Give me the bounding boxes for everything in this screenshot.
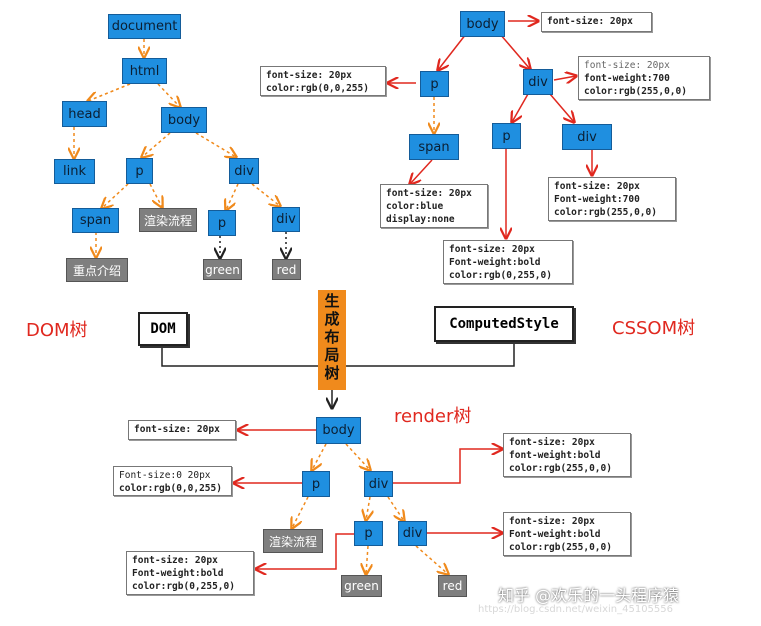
dom-text-red: red (272, 259, 301, 280)
dom-text-render-flow: 渲染流程 (139, 208, 197, 232)
dom-node-p: p (126, 158, 153, 184)
render-node-p2: p (354, 521, 383, 546)
render-node-p: p (302, 471, 330, 497)
cssom-node-p2: p (492, 123, 521, 149)
dom-node-document: document (108, 14, 181, 39)
render-tree-label: render树 (394, 406, 472, 427)
dom-node-link: link (54, 159, 95, 184)
cssom-node-body: body (460, 11, 505, 37)
watermark-main: 知乎 @欢乐的一头程序猿 (498, 586, 680, 605)
render-node-div2: div (398, 521, 427, 546)
cssom-tree-label: CSSOM树 (612, 318, 696, 339)
render-text-render-flow: 渲染流程 (263, 529, 323, 553)
dom-text-green: green (203, 259, 242, 280)
cssom-node-div2: div (562, 124, 612, 150)
render-node-body: body (316, 417, 361, 444)
cssom-node-div: div (523, 69, 553, 95)
dom-node-body: body (161, 107, 207, 133)
dom-box: DOM (138, 312, 188, 346)
cssom-style-body: font-size: 20px (541, 12, 652, 32)
dom-node-div2: div (272, 207, 300, 232)
dom-node-html: html (122, 58, 167, 84)
dom-text-key-points: 重点介绍 (66, 258, 128, 282)
watermark-url: https://blog.csdn.net/weixin_45105556 (478, 604, 674, 615)
dom-node-p2: p (208, 210, 236, 236)
render-style-body: font-size: 20px (128, 420, 236, 440)
render-text-red: red (438, 575, 467, 597)
dom-tree-label: DOM树 (26, 320, 88, 341)
layout-tree-label: 生成布局树 (318, 290, 346, 390)
computed-style-box: ComputedStyle (434, 306, 574, 342)
render-node-div: div (364, 471, 393, 497)
dom-node-span: span (72, 208, 119, 233)
dom-node-head: head (62, 101, 107, 127)
render-text-green: green (341, 575, 382, 597)
dom-node-div: div (229, 158, 259, 184)
cssom-node-span: span (409, 134, 459, 160)
cssom-node-p: p (420, 71, 449, 97)
